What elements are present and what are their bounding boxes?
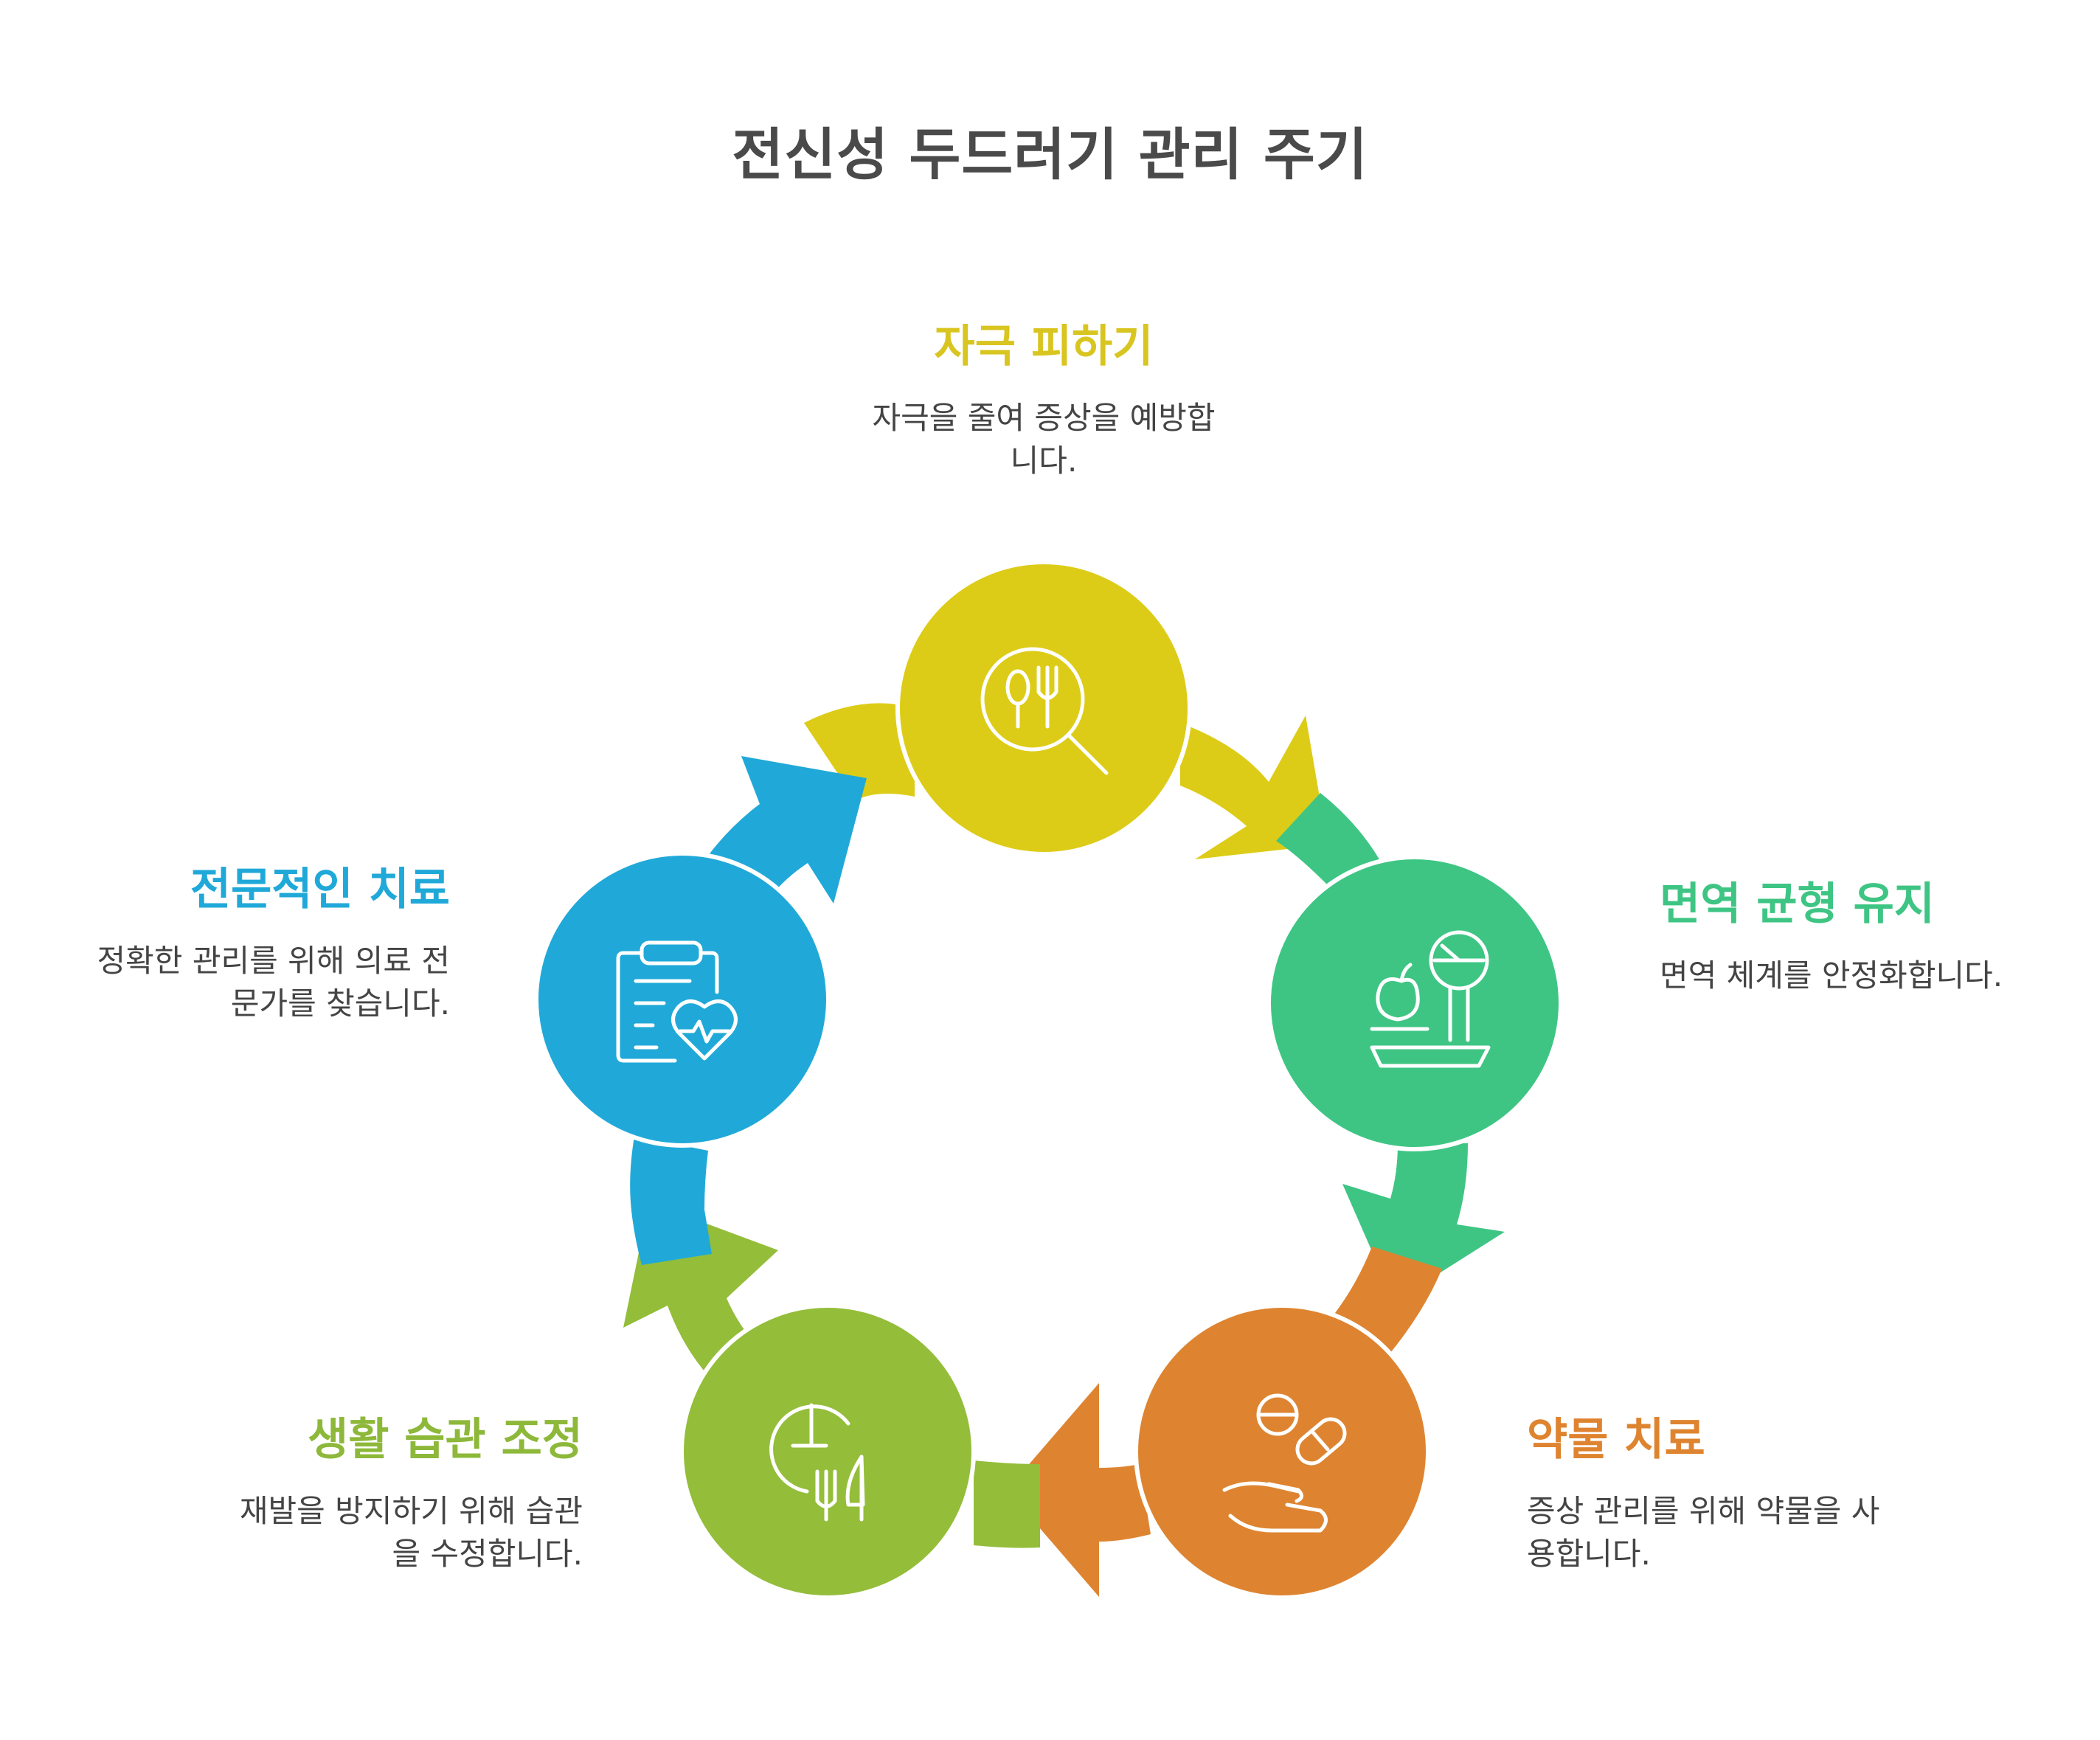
cycle-arrow-yellow bbox=[804, 703, 1328, 859]
step-description-line: 재발을 방지하기 위해 습관 bbox=[239, 1493, 583, 1529]
step-label-professional: 전문적인 치료 정확한 관리를 위해 의료 전 문가를 찾습니다. bbox=[15, 862, 450, 1025]
step-description-line: 증상 관리를 위해 약물을 사 bbox=[1527, 1493, 1880, 1529]
step-description-line: 자극을 줄여 증상을 예방합 bbox=[872, 400, 1216, 436]
step-label-immune-balance: 면역 균형 유지 면역 체계를 안정화합니다. bbox=[1660, 876, 2073, 997]
step-label-medication: 약물 치료 증상 관리를 위해 약물을 사 용합니다. bbox=[1527, 1412, 1940, 1576]
step-circle-lifestyle bbox=[679, 1303, 976, 1600]
step-description-line: 을 수정합니다. bbox=[392, 1536, 583, 1572]
step-heading: 자극 피하기 bbox=[934, 321, 1154, 372]
step-description-line: 문가를 찾습니다. bbox=[230, 985, 450, 1022]
step-description-line: 정확한 관리를 위해 의료 전 bbox=[97, 943, 450, 979]
step-description: 면역 체계를 안정화합니다. bbox=[1660, 954, 2073, 997]
step-description: 자극을 줄여 증상을 예방합 니다. bbox=[815, 397, 1272, 482]
step-heading: 면역 균형 유지 bbox=[1660, 878, 1935, 930]
step-description: 정확한 관리를 위해 의료 전 문가를 찾습니다. bbox=[15, 940, 450, 1025]
step-heading: 전문적인 치료 bbox=[190, 864, 450, 915]
step-description-line: 면역 체계를 안정화합니다. bbox=[1660, 957, 2003, 994]
clipboard-heart-icon bbox=[616, 940, 738, 1063]
hand-pills-icon bbox=[1222, 1393, 1347, 1533]
step-label-avoid-triggers: 자극 피하기 자극을 줄여 증상을 예방합 니다. bbox=[815, 319, 1272, 482]
step-circle-medication bbox=[1134, 1303, 1430, 1600]
food-search-icon bbox=[980, 647, 1109, 775]
step-label-lifestyle: 생활 습관 조정 재발을 방지하기 위해 습관 을 수정합니다. bbox=[148, 1412, 583, 1576]
step-circle-avoid-triggers bbox=[895, 560, 1192, 856]
step-description: 재발을 방지하기 위해 습관 을 수정합니다. bbox=[148, 1490, 583, 1576]
page-title: 전신성 두드러기 관리 주기 bbox=[732, 122, 1368, 187]
balance-scale-icon bbox=[1370, 930, 1491, 1068]
step-heading: 약물 치료 bbox=[1527, 1414, 1705, 1466]
step-description: 증상 관리를 위해 약물을 사 용합니다. bbox=[1527, 1490, 1940, 1576]
step-circle-immune-balance bbox=[1266, 855, 1563, 1151]
step-circle-professional bbox=[534, 851, 831, 1148]
step-description-line: 니다. bbox=[1010, 443, 1078, 479]
step-heading: 생활 습관 조정 bbox=[308, 1414, 583, 1466]
step-description-line: 용합니다. bbox=[1527, 1536, 1651, 1572]
lifestyle-icon bbox=[769, 1403, 865, 1522]
